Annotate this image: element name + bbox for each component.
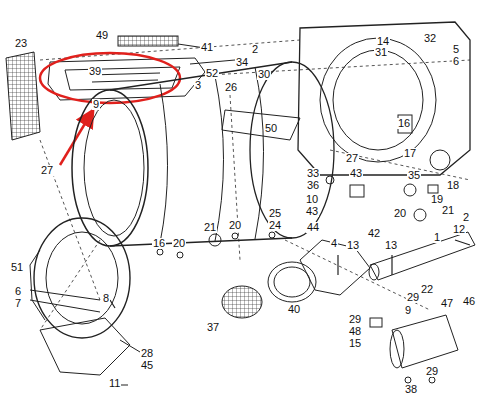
callout-number: 36: [306, 180, 320, 191]
callout-number: 6: [14, 286, 22, 297]
callout-number: 8: [102, 293, 110, 304]
callout-number: 35: [407, 170, 421, 181]
callout-number: 18: [446, 180, 460, 191]
callout-number: 48: [348, 326, 362, 337]
callout-number: 13: [384, 240, 398, 251]
callout-number: 46: [462, 296, 476, 307]
callout-number: 27: [40, 165, 54, 176]
callout-number: 3: [194, 80, 202, 91]
callout-number: 20: [172, 238, 186, 249]
callout-number: 47: [440, 298, 454, 309]
callout-number: 9: [404, 305, 412, 316]
callout-number: 42: [367, 228, 381, 239]
callout-number: 23: [14, 38, 28, 49]
callout-number: 1: [433, 232, 441, 243]
callout-number: 27: [345, 153, 359, 164]
callout-number: 9: [92, 99, 100, 110]
callout-number: 19: [430, 194, 444, 205]
callout-number: 41: [200, 42, 214, 53]
callout-number: 21: [203, 222, 217, 233]
callout-number: 16: [152, 238, 166, 249]
callout-number: 50: [264, 123, 278, 134]
callout-number: 29: [348, 314, 362, 325]
callout-number: 16: [397, 118, 411, 129]
callout-number: 7: [14, 298, 22, 309]
callout-number: 21: [441, 205, 455, 216]
callout-number: 14: [376, 36, 390, 47]
callout-number: 20: [228, 220, 242, 231]
callout-number: 52: [205, 68, 219, 79]
callout-number: 12: [452, 224, 466, 235]
callout-number: 43: [349, 168, 363, 179]
callout-number: 34: [235, 57, 249, 68]
callout-number: 32: [423, 33, 437, 44]
callout-number: 33: [306, 168, 320, 179]
callout-number: 44: [306, 222, 320, 233]
callout-number: 29: [406, 292, 420, 303]
callout-number: 29: [425, 366, 439, 377]
callout-number: 26: [224, 82, 238, 93]
callout-number: 20: [393, 208, 407, 219]
callout-number: 31: [374, 47, 388, 58]
callout-number: 37: [206, 322, 220, 333]
callout-number: 51: [10, 262, 24, 273]
callout-number: 4: [330, 238, 338, 249]
callout-number: 2: [462, 212, 470, 223]
callout-number: 30: [257, 69, 271, 80]
callout-number: 25: [268, 208, 282, 219]
callout-number: 43: [305, 206, 319, 217]
callout-number: 22: [420, 284, 434, 295]
callout-number: 6: [452, 56, 460, 67]
callout-number: 39: [88, 66, 102, 77]
callout-number: 45: [140, 360, 154, 371]
callout-number: 38: [404, 384, 418, 395]
callout-number: 15: [348, 338, 362, 349]
callout-number: 40: [287, 304, 301, 315]
callout-number: 13: [346, 240, 360, 251]
callout-number: 11: [108, 378, 121, 389]
callout-number: 2: [251, 44, 259, 55]
callout-number: 5: [452, 44, 460, 55]
callout-number: 28: [140, 348, 154, 359]
callout-number: 24: [268, 220, 282, 231]
callout-number: 49: [95, 30, 109, 41]
callout-number: 10: [305, 194, 319, 205]
callout-number: 17: [403, 148, 417, 159]
